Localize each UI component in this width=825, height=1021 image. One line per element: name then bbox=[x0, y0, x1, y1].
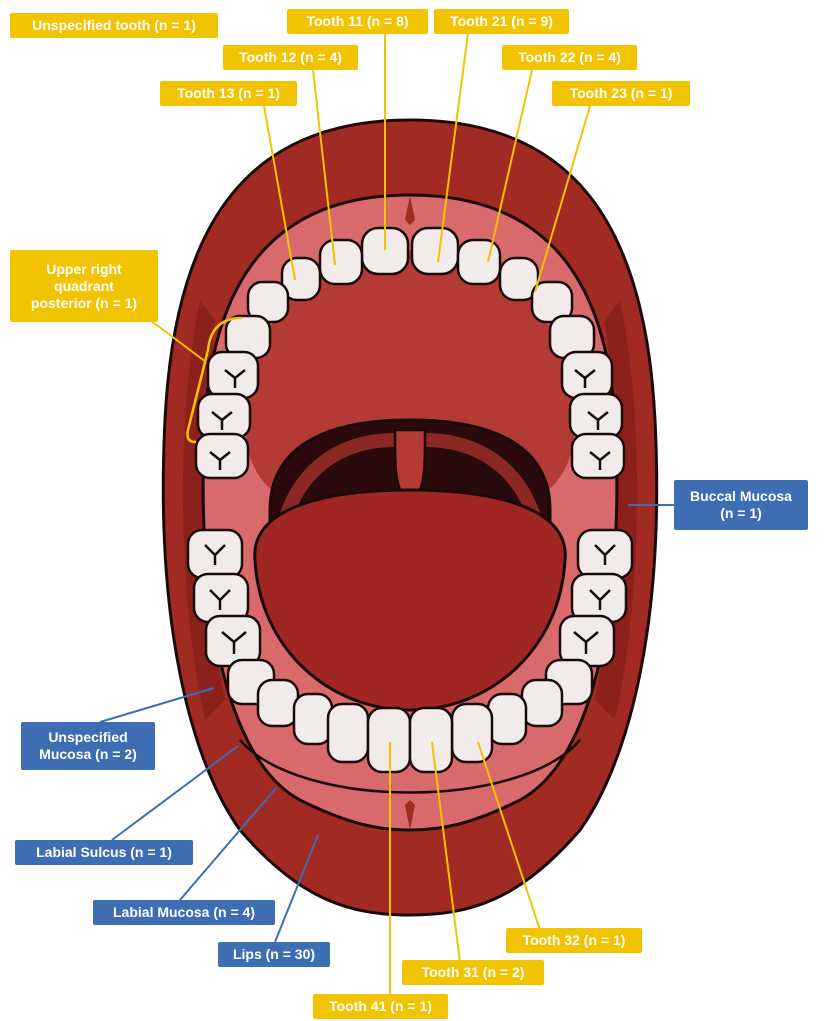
tooth-33 bbox=[488, 694, 526, 744]
label-unspecified-mucosa-line-2: Mucosa (n = 2) bbox=[39, 746, 137, 763]
tooth-44 bbox=[258, 680, 298, 726]
label-unspecified-mucosa: Unspecified Mucosa (n = 2) bbox=[21, 722, 155, 770]
label-labial-sulcus: Labial Sulcus (n = 1) bbox=[15, 840, 193, 865]
label-posterior-line-3: posterior (n = 1) bbox=[31, 295, 137, 312]
label-lips: Lips (n = 30) bbox=[218, 942, 330, 967]
tooth-17 bbox=[198, 394, 250, 438]
label-tooth-22: Tooth 22 (n = 4) bbox=[502, 45, 637, 70]
tooth-31 bbox=[410, 708, 452, 772]
label-buccal-line-1: Buccal Mucosa bbox=[690, 488, 792, 505]
label-tooth-23: Tooth 23 (n = 1) bbox=[552, 81, 690, 106]
label-tooth-31: Tooth 31 (n = 2) bbox=[402, 960, 544, 985]
label-posterior-line-1: Upper right bbox=[46, 261, 121, 278]
label-tooth-11: Tooth 11 (n = 8) bbox=[287, 9, 428, 34]
label-unspecified-mucosa-line-1: Unspecified bbox=[48, 729, 127, 746]
tooth-43 bbox=[294, 694, 332, 744]
label-upper-right-quadrant-posterior: Upper right quadrant posterior (n = 1) bbox=[10, 250, 158, 322]
tooth-18 bbox=[196, 434, 248, 478]
tooth-22 bbox=[458, 240, 500, 284]
label-posterior-line-2: quadrant bbox=[54, 278, 114, 295]
label-tooth-13: Tooth 13 (n = 1) bbox=[160, 81, 297, 106]
tooth-42 bbox=[328, 704, 368, 762]
tooth-32 bbox=[452, 704, 492, 762]
label-tooth-21: Tooth 21 (n = 9) bbox=[434, 9, 569, 34]
label-tooth-41: Tooth 41 (n = 1) bbox=[313, 994, 448, 1019]
label-tooth-12: Tooth 12 (n = 4) bbox=[223, 45, 358, 70]
tooth-28 bbox=[572, 434, 624, 478]
label-buccal-mucosa: Buccal Mucosa (n = 1) bbox=[674, 480, 808, 530]
label-unspecified-tooth: Unspecified tooth (n = 1) bbox=[10, 13, 218, 38]
tooth-34 bbox=[522, 680, 562, 726]
label-buccal-line-2: (n = 1) bbox=[720, 505, 762, 522]
label-tooth-32: Tooth 32 (n = 1) bbox=[506, 928, 642, 953]
label-labial-mucosa: Labial Mucosa (n = 4) bbox=[93, 900, 275, 925]
tooth-12 bbox=[320, 240, 362, 284]
tooth-27 bbox=[570, 394, 622, 438]
tooth-21 bbox=[412, 228, 458, 274]
